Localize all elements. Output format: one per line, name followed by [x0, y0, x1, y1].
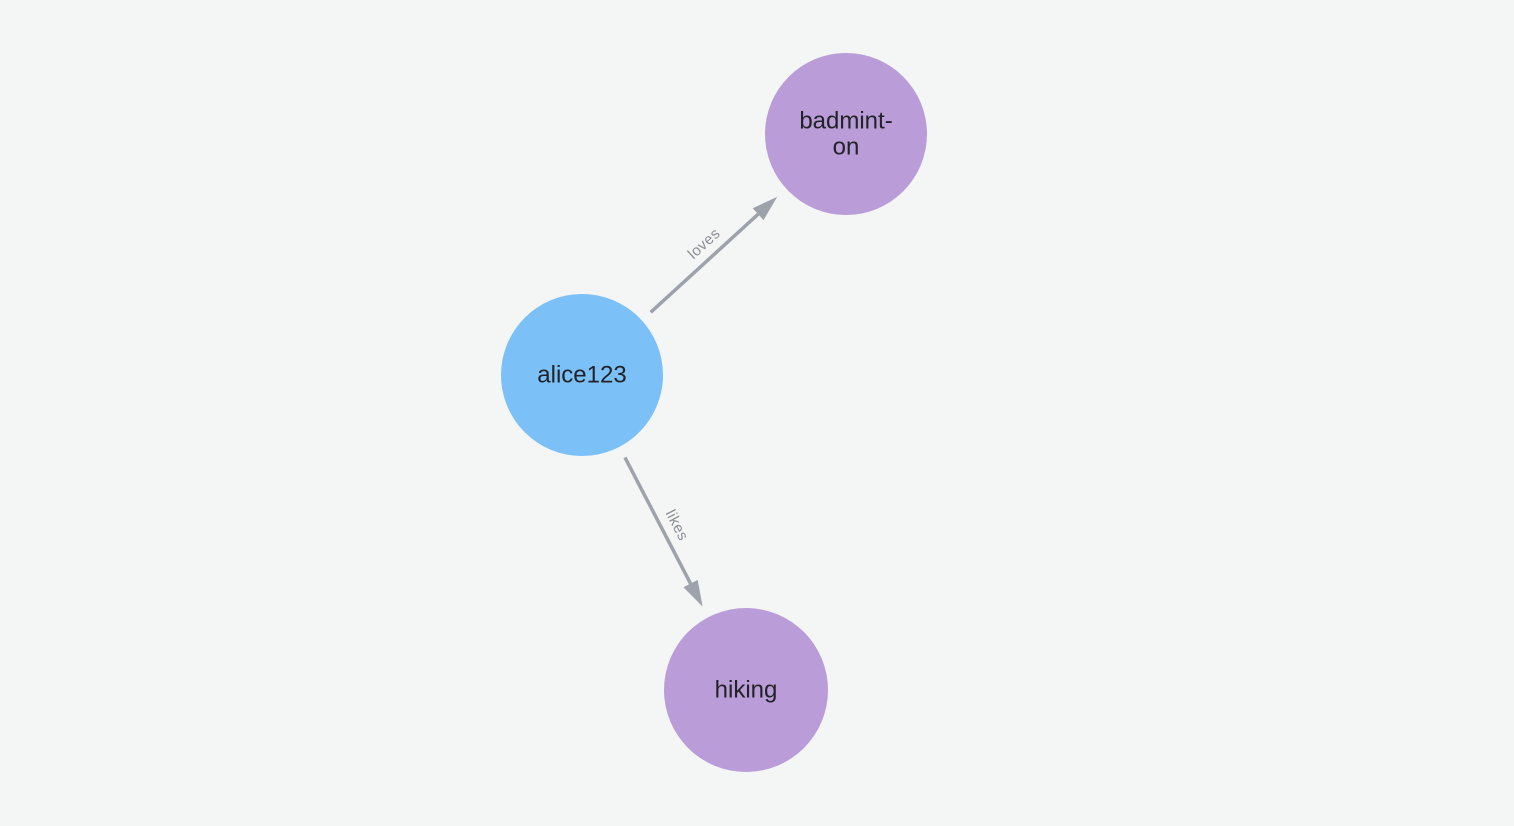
node-hiking[interactable]: hiking	[664, 608, 828, 772]
edge-label: loves	[685, 225, 724, 263]
edge-loves[interactable]: loves	[649, 196, 778, 314]
node-alice123[interactable]: alice123	[501, 294, 663, 456]
arrowhead-icon	[752, 196, 778, 221]
arrowhead-icon	[683, 579, 703, 607]
node-circle[interactable]	[501, 294, 663, 456]
edge-likes[interactable]: likes	[623, 456, 703, 607]
node-circle[interactable]	[664, 608, 828, 772]
edge-line[interactable]	[649, 208, 764, 314]
node-circle[interactable]	[765, 53, 927, 215]
edge-line[interactable]	[623, 456, 695, 590]
node-badminton[interactable]: badmint-on	[765, 53, 927, 215]
